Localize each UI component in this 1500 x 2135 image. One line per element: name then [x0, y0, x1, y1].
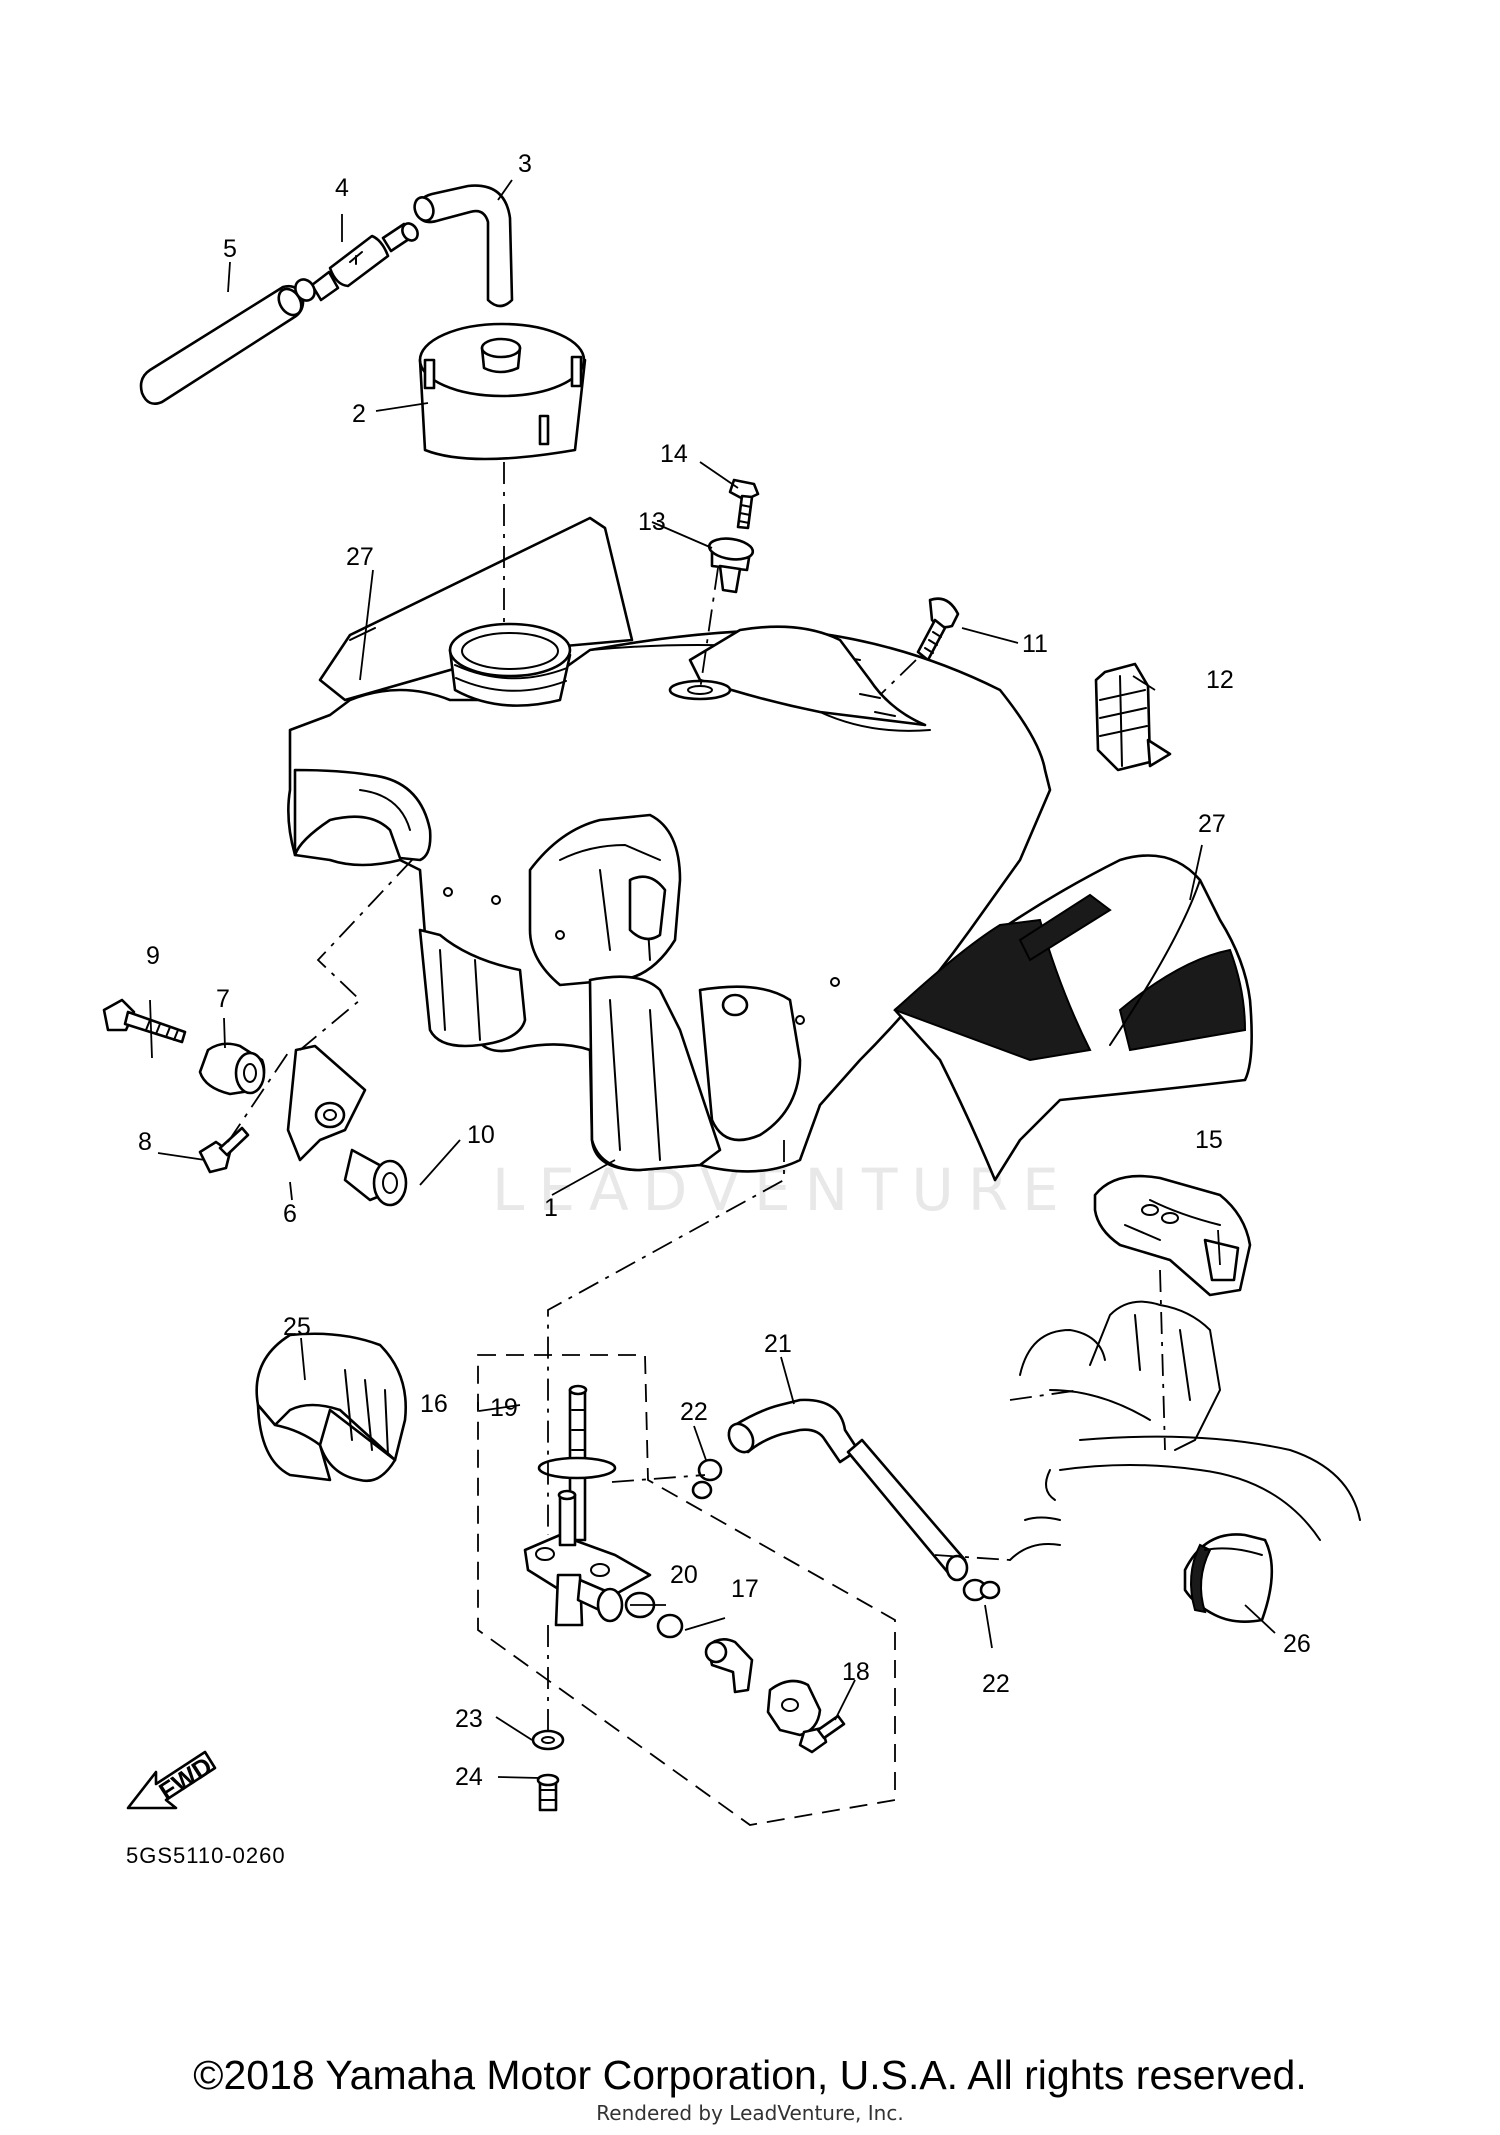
part-12-clip[interactable] [1094, 662, 1172, 772]
callout-10: 10 [467, 1121, 495, 1149]
part-17-o-ring[interactable] [656, 1613, 684, 1639]
callout-27-right: 27 [1198, 810, 1226, 838]
callout-11: 11 [1022, 630, 1048, 658]
callout-14: 14 [660, 440, 688, 468]
part-11-bolt[interactable] [916, 597, 960, 662]
part-1-fuel-tank[interactable] [287, 622, 1052, 1173]
callout-23: 23 [455, 1705, 483, 1733]
callout-25: 25 [283, 1313, 311, 1341]
part-3-bent-hose[interactable] [411, 184, 514, 308]
part-26-band[interactable] [1183, 1533, 1274, 1623]
part-23-washer[interactable] [531, 1729, 565, 1751]
fuel-cock-lever[interactable] [704, 1637, 754, 1694]
part-8-bolt[interactable] [198, 1126, 250, 1174]
callout-24: 24 [455, 1763, 483, 1791]
part-13-grommet[interactable] [707, 536, 755, 594]
callout-27-left: 27 [346, 543, 374, 571]
callout-16: 16 [420, 1390, 448, 1418]
part-22-clip-lower[interactable] [962, 1578, 1001, 1602]
frame-reference [1009, 1300, 1361, 1561]
callout-22-lower: 22 [982, 1670, 1010, 1698]
part-21-fuel-hose[interactable] [724, 1398, 969, 1582]
copyright-notice: ©2018 Yamaha Motor Corporation, U.S.A. A… [193, 2052, 1307, 2098]
callout-22-upper: 22 [680, 1398, 708, 1426]
callout-4: 4 [335, 174, 349, 202]
part-15-cover[interactable] [1093, 1174, 1252, 1297]
part-18-screw[interactable] [798, 1714, 846, 1754]
part-4-breather-valve[interactable] [292, 221, 421, 304]
part-24-bolt[interactable] [536, 1773, 560, 1812]
callout-18: 18 [842, 1658, 870, 1686]
callout-2: 2 [352, 400, 366, 428]
callout-3: 3 [518, 150, 532, 178]
part-14-screw[interactable] [728, 478, 760, 530]
part-16-group-box [477, 1354, 896, 1826]
fwd-arrow-icon: FWD [126, 1750, 217, 1810]
callout-12: 12 [1206, 666, 1234, 694]
part-7-damper[interactable] [198, 1042, 266, 1096]
part-27-decal-right[interactable] [893, 854, 1253, 1182]
callout-1: 1 [544, 1194, 558, 1222]
part-10-collar[interactable] [343, 1148, 408, 1207]
callout-19: 19 [490, 1394, 518, 1422]
part-19-strainer[interactable] [537, 1384, 617, 1542]
callout-9: 9 [146, 942, 160, 970]
rendered-by-notice: Rendered by LeadVenture, Inc. [596, 2101, 904, 2125]
callout-17: 17 [731, 1575, 759, 1603]
part-16-fuel-cock[interactable] [523, 1489, 652, 1627]
callout-5: 5 [223, 235, 237, 263]
callout-6: 6 [283, 1200, 297, 1228]
part-6-bracket[interactable] [286, 1044, 367, 1162]
part-22-clip-upper[interactable] [691, 1458, 723, 1500]
callout-13: 13 [638, 508, 666, 536]
callout-8: 8 [138, 1128, 152, 1156]
part-25-guard[interactable] [255, 1332, 407, 1483]
callout-15: 15 [1195, 1126, 1223, 1154]
callout-26: 26 [1283, 1630, 1311, 1658]
leader-lines [149, 179, 1276, 1779]
part-2-fuel-cap[interactable] [418, 322, 587, 461]
callout-labels: 1 2 3 4 5 6 7 8 9 10 11 12 13 14 15 16 1… [138, 150, 1311, 1791]
diagram-code: 5GS5110-0260 [126, 1843, 286, 1868]
callout-21: 21 [764, 1330, 792, 1358]
part-9-bolt[interactable] [102, 998, 187, 1044]
callout-7: 7 [216, 985, 230, 1013]
fuel-cock-plate[interactable] [766, 1679, 822, 1737]
part-5-hose[interactable] [139, 284, 306, 405]
callout-20: 20 [670, 1561, 698, 1589]
